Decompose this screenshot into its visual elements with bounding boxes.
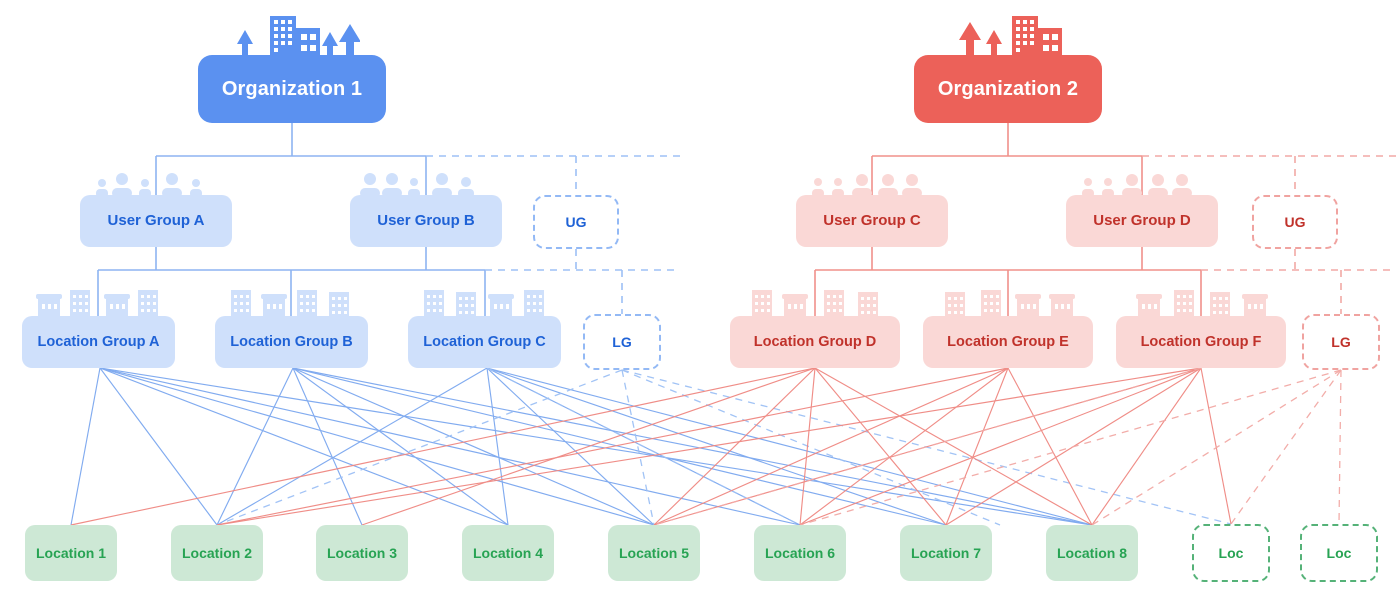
- location-group-node-f[interactable]: Location Group F: [1116, 316, 1286, 368]
- location-group-placeholder-1[interactable]: LG: [583, 314, 661, 370]
- location-group-placeholder-label: LG: [1331, 333, 1351, 350]
- buildings-icon: [36, 290, 158, 318]
- city-skyline-icon: [959, 16, 1062, 58]
- user-group-label: User Group C: [823, 212, 921, 230]
- user-group-placeholder-label: UG: [565, 213, 587, 230]
- location-label: Location 6: [764, 544, 835, 561]
- user-group-node-c[interactable]: User Group C: [796, 195, 948, 247]
- org-node-organization-1[interactable]: Organization 1: [198, 55, 386, 123]
- city-skyline-icon: [237, 16, 360, 58]
- location-label: Location 4: [472, 544, 543, 561]
- location-group-node-c[interactable]: Location Group C: [408, 316, 561, 368]
- location-label: Location 8: [1056, 544, 1127, 561]
- red-placeholder-links: [653, 367, 1342, 526]
- org-label: Organization 1: [221, 77, 363, 100]
- location-placeholder-label: Loc: [1218, 544, 1244, 561]
- location-group-placeholder-2[interactable]: LG: [1302, 314, 1380, 370]
- user-group-label: User Group A: [107, 212, 205, 230]
- location-group-label: Location Group C: [423, 333, 546, 350]
- user-group-node-b[interactable]: User Group B: [350, 195, 502, 247]
- location-group-label: Location Group B: [230, 333, 353, 350]
- org-node-organization-2[interactable]: Organization 2: [914, 55, 1102, 123]
- user-group-placeholder-2[interactable]: UG: [1252, 195, 1338, 249]
- user-group-label: User Group B: [377, 212, 475, 230]
- location-group-node-d[interactable]: Location Group D: [730, 316, 900, 368]
- location-node-8[interactable]: Location 8: [1046, 525, 1138, 581]
- location-group-label: Location Group E: [947, 333, 1069, 350]
- blue-location-links: [70, 367, 1093, 526]
- blue-placeholder-links: [216, 367, 1232, 526]
- location-node-3[interactable]: Location 3: [316, 525, 408, 581]
- location-group-node-e[interactable]: Location Group E: [923, 316, 1093, 368]
- location-label: Location 3: [326, 544, 397, 561]
- location-node-7[interactable]: Location 7: [900, 525, 992, 581]
- buildings-icon: [945, 290, 1075, 318]
- user-group-node-a[interactable]: User Group A: [80, 195, 232, 247]
- location-group-label: Location Group D: [753, 333, 877, 350]
- buildings-icon: [752, 290, 878, 318]
- location-placeholder-label: Loc: [1326, 544, 1352, 561]
- org-label: Organization 2: [937, 77, 1079, 100]
- location-node-4[interactable]: Location 4: [462, 525, 554, 581]
- red-location-links: [70, 367, 1232, 526]
- location-label: Location 5: [618, 544, 689, 561]
- buildings-icon: [231, 290, 349, 318]
- location-node-1[interactable]: Location 1: [25, 525, 117, 581]
- buildings-icon: [424, 290, 544, 318]
- location-label: Location 2: [181, 544, 252, 561]
- location-group-node-a[interactable]: Location Group A: [22, 316, 175, 368]
- user-group-placeholder-1[interactable]: UG: [533, 195, 619, 249]
- location-group-label: Location Group A: [37, 333, 160, 350]
- location-placeholder-2[interactable]: Loc: [1300, 524, 1378, 582]
- user-group-label: User Group D: [1093, 212, 1191, 230]
- location-node-2[interactable]: Location 2: [171, 525, 263, 581]
- location-node-5[interactable]: Location 5: [608, 525, 700, 581]
- location-node-6[interactable]: Location 6: [754, 525, 846, 581]
- location-placeholder-1[interactable]: Loc: [1192, 524, 1270, 582]
- buildings-icon: [1136, 290, 1268, 318]
- location-group-label: Location Group F: [1140, 333, 1262, 350]
- location-group-node-b[interactable]: Location Group B: [215, 316, 368, 368]
- location-label: Location 1: [35, 544, 106, 561]
- user-group-placeholder-label: UG: [1284, 213, 1306, 230]
- location-label: Location 7: [910, 544, 981, 561]
- location-group-placeholder-label: LG: [612, 333, 632, 350]
- user-group-node-d[interactable]: User Group D: [1066, 195, 1218, 247]
